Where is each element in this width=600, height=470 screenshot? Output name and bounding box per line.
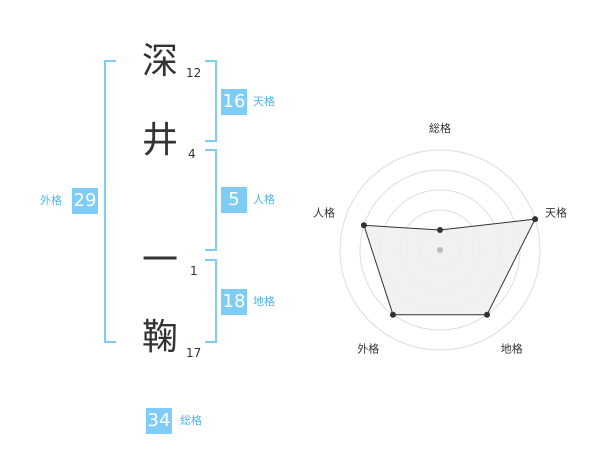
gaikaku-value: 29 — [72, 188, 98, 214]
radar-ring — [339, 149, 541, 351]
soukaku-value: 34 — [146, 408, 172, 434]
gaikaku-bracket — [104, 60, 116, 343]
radar-point — [484, 311, 491, 318]
radar-point — [532, 216, 539, 223]
tenkaku-value: 16 — [221, 89, 247, 115]
chikaku-value: 18 — [221, 289, 247, 315]
soukaku-label: 総格 — [180, 414, 202, 427]
stroke-count-3: 1 — [190, 264, 198, 278]
radar-axis-label: 外格 — [357, 342, 379, 356]
gaikaku-label: 外格 — [40, 194, 62, 207]
radar-axis-label: 地格 — [501, 342, 523, 356]
radar-axis-label: 天格 — [545, 205, 567, 219]
jinkaku-bracket — [205, 149, 217, 251]
name-char-4: 鞠 — [141, 317, 178, 358]
jinkaku-label: 人格 — [253, 193, 275, 206]
chikaku-label: 地格 — [253, 295, 275, 308]
stroke-count-4: 17 — [186, 346, 202, 360]
radar-center-dot — [437, 247, 443, 253]
tenkaku-label: 天格 — [253, 95, 275, 108]
stroke-count-1: 12 — [186, 66, 202, 80]
radar-point — [437, 227, 443, 233]
name-char-3: 一 — [141, 240, 178, 281]
radar-point — [389, 311, 396, 318]
name-char-1: 深 — [141, 41, 178, 82]
radar-data-polygon — [363, 218, 536, 316]
radar-axis-label: 人格 — [313, 205, 335, 219]
chikaku-bracket — [205, 259, 217, 343]
jinkaku-value: 5 — [221, 187, 247, 213]
radar-point — [360, 222, 367, 229]
name-char-2: 井 — [141, 120, 178, 161]
radar-axis-label: 総格 — [429, 121, 451, 135]
stroke-count-2: 4 — [188, 147, 196, 161]
tenkaku-bracket — [205, 60, 217, 142]
